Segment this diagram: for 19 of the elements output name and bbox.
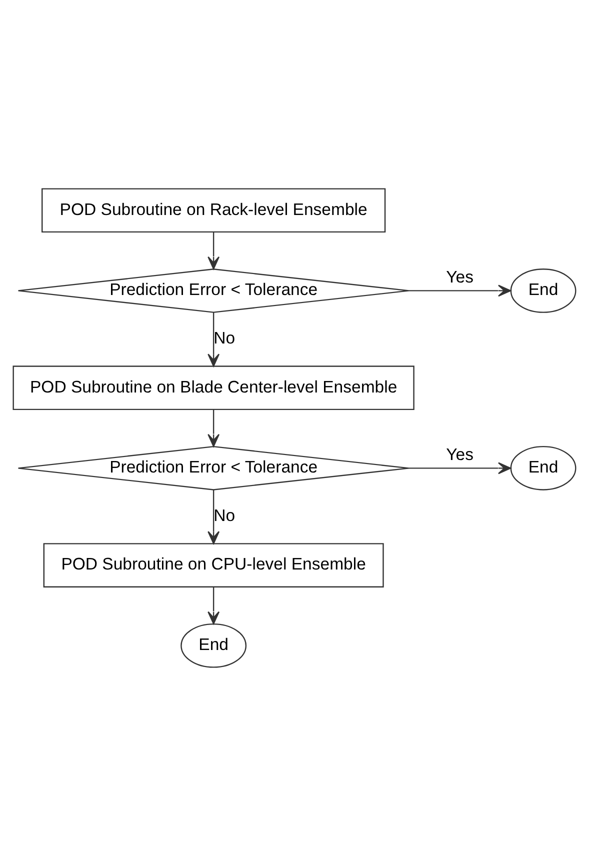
node-diamond: Prediction Error < Tolerance — [18, 268, 410, 312]
node-ellipse: End — [180, 622, 247, 668]
node-box: POD Subroutine on Blade Center-level Ensemble — [12, 365, 414, 410]
node-ellipse: End — [510, 445, 576, 490]
node-ellipse: End — [510, 268, 576, 312]
edge-label: Yes — [446, 444, 474, 464]
arrow — [408, 462, 512, 474]
node-box: POD Subroutine on Rack-level Ensemble — [42, 188, 386, 232]
node-diamond: Prediction Error < Tolerance — [18, 445, 410, 490]
arrow — [208, 232, 220, 269]
node-box: POD Subroutine on CPU-level Ensemble — [43, 542, 384, 587]
edge-label: No — [214, 506, 236, 525]
edge-label: Yes — [446, 267, 474, 286]
arrow — [208, 312, 220, 366]
arrow — [208, 409, 220, 446]
arrow — [208, 489, 220, 544]
edge-label: No — [214, 328, 236, 348]
arrow — [208, 586, 220, 624]
arrow — [408, 284, 512, 296]
